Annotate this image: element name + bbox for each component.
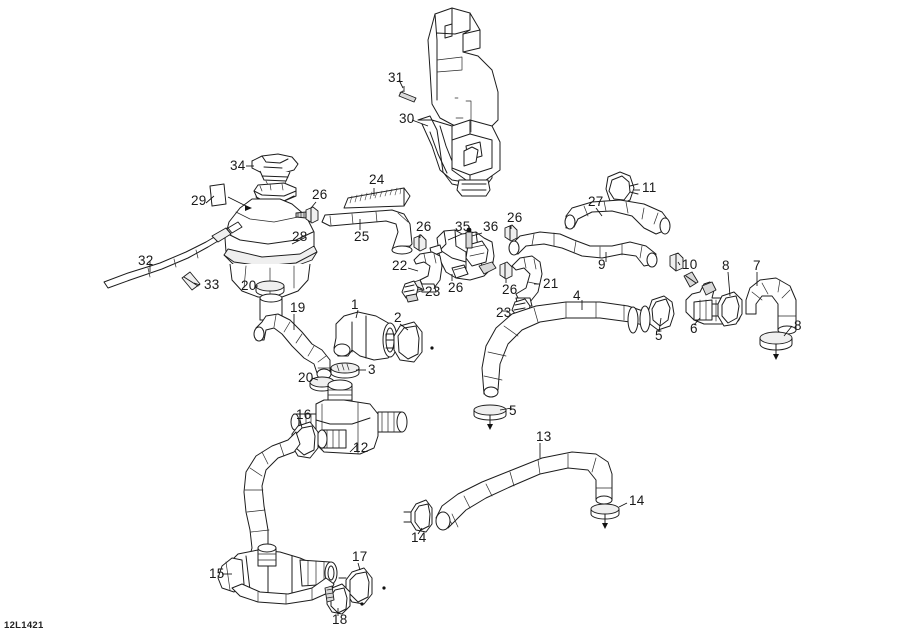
callout-4: 4 (573, 288, 581, 303)
bypass-hose-19 (253, 313, 332, 380)
hose-clamp-group-26 (295, 206, 518, 280)
callout-20-a: 20 (241, 278, 257, 293)
hose-clamp-5-left (473, 404, 507, 430)
callout-1: 1 (351, 297, 359, 312)
callout-24: 24 (369, 172, 385, 187)
hose-clamp-10 (669, 252, 699, 288)
y-hose-junction-15 (217, 431, 338, 605)
callout-35: 35 (455, 219, 471, 234)
thermostat-housing-group (429, 227, 497, 281)
callout-8-b: 8 (794, 318, 802, 333)
callout-16: 16 (296, 407, 312, 422)
callout-25: 25 (354, 229, 370, 244)
callout-10: 10 (682, 257, 698, 272)
clamp-8-left (711, 291, 743, 327)
callout-3: 3 (368, 362, 376, 377)
callout-8-a: 8 (722, 258, 730, 273)
callout-27: 27 (588, 194, 604, 209)
overflow-tube-group (103, 221, 243, 291)
engine-support-bracket-group (398, 7, 501, 197)
screw-clamp-18 (324, 583, 364, 615)
callout-15: 15 (209, 566, 225, 581)
callout-6: 6 (690, 321, 698, 336)
callout-20-b: 20 (298, 370, 314, 385)
o-ring-seal-3 (330, 362, 360, 379)
callout-32: 32 (138, 253, 154, 268)
callout-12: 12 (353, 440, 369, 455)
callout-33: 33 (204, 277, 220, 292)
callout-28: 28 (292, 229, 308, 244)
callout-7: 7 (753, 258, 761, 273)
callout-31: 31 (388, 70, 404, 85)
upper-radiator-hose-27 (564, 199, 671, 235)
clamp-8-bottom (759, 331, 793, 360)
callout-18: 18 (332, 612, 348, 627)
callout-21: 21 (543, 276, 559, 291)
callout-30: 30 (399, 111, 415, 126)
callout-14-b: 14 (629, 493, 645, 508)
callout-17: 17 (352, 549, 368, 564)
hose-clamp-14-right (590, 503, 620, 529)
water-pump-housing-12 (290, 379, 408, 455)
hose-clamp-14-left (403, 499, 433, 533)
callout-9: 9 (598, 257, 606, 272)
callout-29: 29 (191, 193, 207, 208)
callout-5-a: 5 (655, 328, 663, 343)
callout-2: 2 (394, 310, 402, 325)
spiral-wrap-sleeve (343, 187, 411, 209)
callout-13: 13 (536, 429, 552, 444)
callout-11: 11 (642, 180, 657, 195)
reservoir-lower-seal-group (255, 280, 285, 321)
callout-26-a: 26 (312, 187, 328, 202)
callout-14-a: 14 (411, 530, 427, 545)
reservoir-pressure-cap (251, 153, 299, 187)
coolant-level-decal (209, 183, 227, 207)
leader-lines (149, 79, 793, 616)
callout-34: 34 (230, 158, 246, 173)
callout-36: 36 (483, 219, 499, 234)
hose-clamp-2 (385, 321, 434, 363)
shaped-hose-9 (508, 231, 658, 268)
elbow-hose-1 (333, 311, 398, 361)
callout-22: 22 (392, 258, 408, 273)
elbow-hose-7 (745, 277, 797, 335)
callout-5-b: 5 (509, 403, 517, 418)
radiator-hose-lower-13 (435, 451, 613, 531)
spring-clamp-11 (605, 171, 639, 206)
radiator-hose-long-4 (481, 301, 651, 398)
callout-19: 19 (290, 300, 306, 315)
drawing-code: 12L1421 (4, 620, 44, 631)
callout-26-c: 26 (507, 210, 523, 225)
callout-26-e: 26 (502, 282, 518, 297)
vent-hose (321, 209, 413, 255)
small-hose-22 (401, 251, 443, 303)
callout-23-b: 23 (496, 305, 512, 320)
hose-clamp-17 (338, 567, 386, 605)
callout-26-d: 26 (448, 280, 464, 295)
callout-26-b: 26 (416, 219, 432, 234)
callout-23-a: 23 (425, 284, 441, 299)
